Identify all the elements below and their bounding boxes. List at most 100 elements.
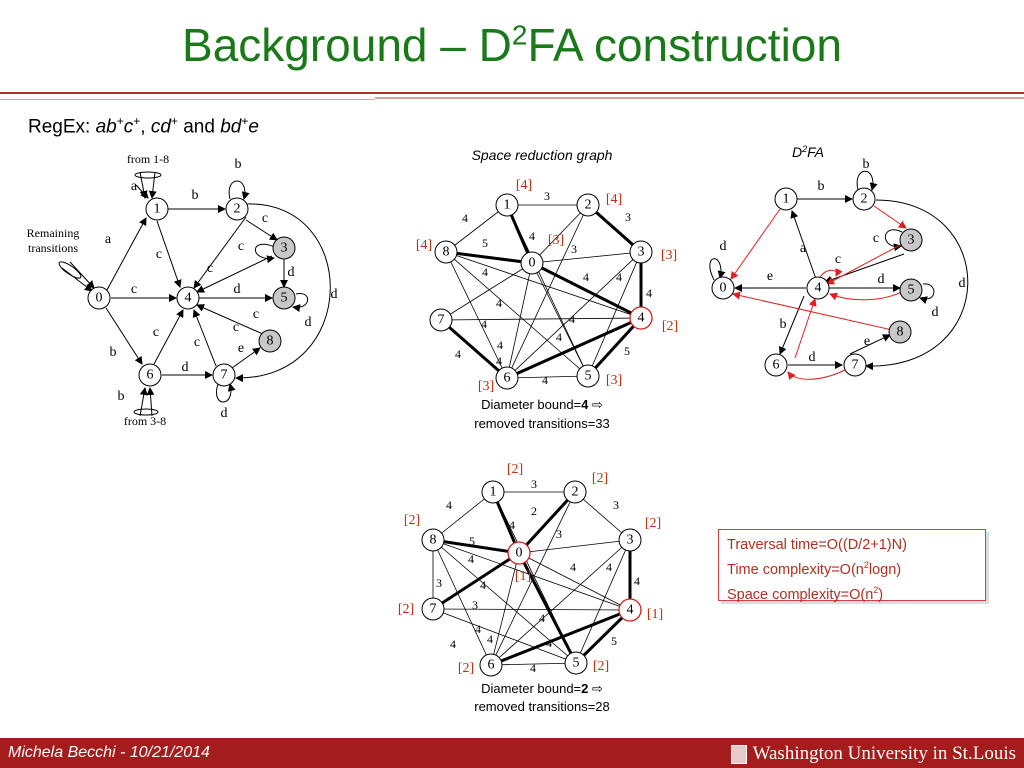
svg-text:[3]: [3]: [478, 379, 494, 394]
svg-text:a: a: [131, 179, 138, 194]
svg-text:Diameter bound=2 ⇨: Diameter bound=2 ⇨: [481, 681, 603, 696]
svg-text:3: 3: [908, 233, 915, 248]
svg-text:4: 4: [546, 636, 552, 650]
svg-text:a: a: [105, 232, 112, 247]
dfa-annotations: from 1-8 from 3-8 Remaining transitions: [27, 152, 170, 428]
complexity-box: Traversal time=O((D/2+1)N) Time complexi…: [718, 529, 986, 603]
svg-text:3: 3: [627, 533, 634, 548]
svg-text:2: 2: [572, 485, 579, 500]
space-graph-2-brackets: [2] [2] [2] [2] [1] [1] [2] [2] [2]: [398, 462, 663, 676]
svg-text:7: 7: [852, 358, 859, 373]
svg-text:[2]: [2]: [592, 471, 608, 486]
svg-text:e: e: [238, 341, 244, 356]
svg-text:4: 4: [539, 611, 545, 625]
svg-text:[4]: [4]: [606, 192, 622, 207]
svg-text:[2]: [2]: [458, 661, 474, 676]
svg-text:c: c: [238, 239, 244, 254]
svg-text:4: 4: [638, 311, 645, 326]
svg-text:3: 3: [281, 241, 288, 256]
svg-text:6: 6: [488, 658, 495, 673]
d2fa-node-labels: 1 2 3 0 4 5 8 6 7: [720, 192, 915, 373]
svg-text:5: 5: [624, 344, 630, 358]
svg-text:4: 4: [634, 574, 640, 588]
svg-text:[4]: [4]: [516, 178, 532, 193]
svg-text:7: 7: [438, 313, 445, 328]
svg-text:3: 3: [472, 598, 478, 612]
svg-text:6: 6: [504, 371, 511, 386]
space-graph-2-node-labels: 1 2 8 0 3 7 4 6 5: [430, 485, 634, 673]
svg-text:[1]: [1]: [647, 607, 663, 622]
svg-text:0: 0: [529, 256, 536, 271]
svg-text:8: 8: [897, 325, 904, 340]
svg-text:e: e: [864, 334, 870, 349]
svg-text:b: b: [110, 345, 117, 360]
regex-text: RegEx: ab+c+, cd+ and bd+e: [28, 114, 259, 138]
space-graph-2-weights: 3 4 3 2 4 3 5 4 4 4 4 3 4 3 4 4 4 4 4 5 …: [436, 477, 640, 675]
svg-text:c: c: [131, 282, 137, 297]
svg-text:7: 7: [430, 602, 437, 617]
svg-text:1: 1: [154, 202, 161, 217]
svg-text:[2]: [2]: [662, 319, 678, 334]
svg-text:from 3-8: from 3-8: [124, 414, 166, 428]
space-graph-2-caption: Diameter bound=2 ⇨ removed transitions=2…: [474, 681, 610, 714]
svg-text:4: 4: [487, 632, 493, 646]
svg-text:4: 4: [475, 622, 481, 636]
svg-text:4: 4: [482, 265, 488, 279]
shield-icon: [730, 744, 747, 764]
university-name: Washington University in St.Louis: [752, 743, 1016, 764]
svg-text:5: 5: [469, 534, 475, 548]
svg-text:6: 6: [147, 368, 154, 383]
svg-text:3: 3: [556, 527, 562, 541]
svg-text:4: 4: [606, 560, 612, 574]
svg-text:d: d: [288, 265, 295, 280]
svg-text:3: 3: [571, 242, 577, 256]
d2fa-edge-labels: b b c d a c e d d d b e d: [720, 157, 966, 365]
svg-text:4: 4: [509, 518, 515, 532]
svg-text:3: 3: [613, 498, 619, 512]
svg-text:0: 0: [720, 281, 727, 296]
page-title: Background – D2FA construction: [182, 19, 842, 71]
svg-text:5: 5: [585, 369, 592, 384]
svg-text:[3]: [3]: [661, 248, 677, 263]
svg-text:b: b: [863, 157, 870, 172]
svg-text:[2]: [2]: [404, 513, 420, 528]
svg-text:4: 4: [569, 312, 575, 326]
svg-text:c: c: [262, 211, 268, 226]
svg-text:1: 1: [783, 192, 790, 207]
svg-text:[2]: [2]: [593, 659, 609, 674]
svg-text:c: c: [207, 261, 213, 276]
svg-text:d: d: [959, 276, 966, 291]
svg-text:8: 8: [267, 334, 274, 349]
svg-text:c: c: [156, 247, 162, 262]
svg-text:1: 1: [490, 485, 497, 500]
svg-text:4: 4: [480, 578, 486, 592]
svg-text:c: c: [835, 252, 841, 267]
svg-text:3: 3: [625, 210, 631, 224]
svg-text:4: 4: [570, 560, 576, 574]
svg-text:3: 3: [531, 477, 537, 491]
svg-text:4: 4: [556, 330, 562, 344]
space-graph-1: [429, 193, 653, 390]
time-complexity-text: Time complexity=O(n2logn): [727, 560, 902, 578]
svg-text:Diameter bound=4 ⇨: Diameter bound=4 ⇨: [481, 397, 603, 412]
title-divider-secondary: [375, 97, 1024, 99]
svg-text:[3]: [3]: [548, 233, 564, 248]
svg-text:2: 2: [234, 202, 241, 217]
space-graph-1-node-labels: 1 2 8 0 3 7 4 6 5: [438, 198, 645, 386]
d2fa-diagram: [709, 170, 969, 380]
svg-text:1: 1: [504, 198, 511, 213]
svg-text:[2]: [2]: [507, 462, 523, 477]
svg-text:b: b: [818, 179, 825, 194]
space-graph-1-weights: 3 4 3 5 4 3 4 4 4 4 4 4 4 4 4 4 4 5 4: [455, 189, 652, 387]
svg-text:[2]: [2]: [398, 602, 414, 617]
svg-text:b: b: [235, 157, 242, 172]
svg-text:8: 8: [430, 533, 437, 548]
svg-text:7: 7: [221, 368, 228, 383]
svg-text:[1]: [1]: [515, 569, 531, 584]
dfa-node-labels: 1 2 3 0 4 5 8 6 7: [96, 202, 288, 383]
space-graph-1-brackets: [4] [4] [4] [3] [3] [2] [3] [3]: [416, 178, 678, 394]
svg-text:c: c: [873, 231, 879, 246]
svg-text:0: 0: [96, 291, 103, 306]
svg-text:c: c: [233, 320, 239, 335]
